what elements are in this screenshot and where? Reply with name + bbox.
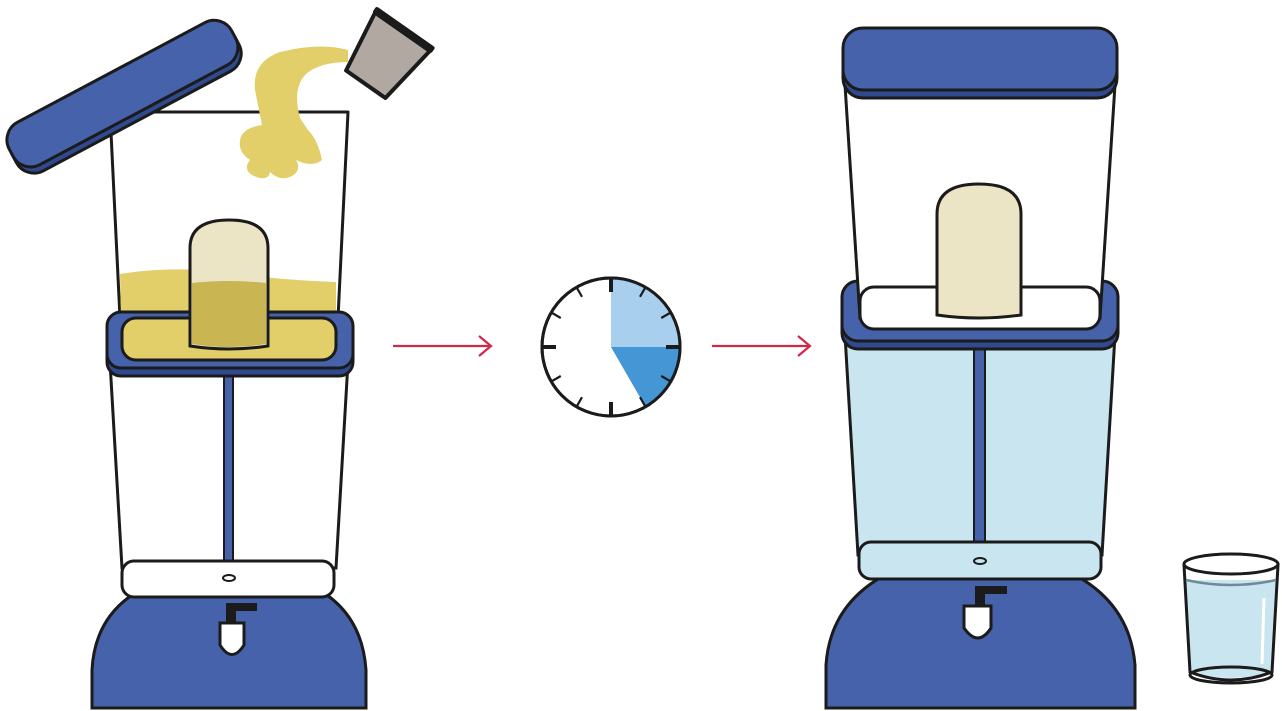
filter-after [824,26,1137,710]
timer-ticks [543,279,679,415]
candle-left-submerged [192,281,266,347]
center-tube-left [223,361,234,563]
timer-dark-sector [611,347,679,406]
center-tube-right [973,334,986,548]
tap-left [218,603,257,656]
pour-stream [239,46,348,179]
glass-water-surface [1185,578,1277,587]
right-arrow-icon [393,335,493,357]
timer-light-sector [611,279,679,347]
lid-right [841,26,1119,92]
filter-before [5,7,435,710]
lid-left [5,18,243,175]
glass-bottom [1188,665,1274,685]
right-arrow-icon [712,335,812,357]
timer-tick [660,312,671,319]
timer-tick [660,375,671,382]
pouring-cup [344,7,435,101]
glass-highlight [1260,597,1266,665]
candle-right [935,182,1023,320]
glass-water [1186,580,1276,678]
timer-tick [551,312,562,319]
glass-body [1182,563,1280,682]
timer-tick [551,375,562,382]
timer-tick [576,287,583,298]
tap-right [962,586,1007,640]
timer-tick [576,396,583,407]
timer-tick [639,396,646,407]
drain-hole-right [973,557,987,565]
timer-tick [639,287,646,298]
water-glass [1182,552,1280,685]
glass-rim [1182,552,1280,576]
drain-hole-left [222,574,236,582]
stopwatch-icon [540,276,682,418]
